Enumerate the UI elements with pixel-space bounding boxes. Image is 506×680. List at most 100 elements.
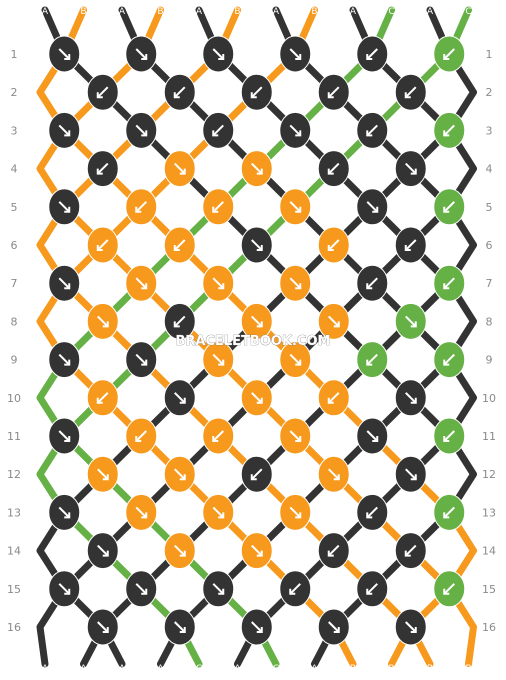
arrowhead-icon xyxy=(173,92,180,99)
arrowhead-icon xyxy=(295,283,302,290)
arrowhead-icon xyxy=(173,321,180,328)
arrowhead-icon xyxy=(327,92,334,99)
knot-r10-5 xyxy=(394,379,427,417)
knot-r15-1 xyxy=(48,570,81,608)
string-label-top: B xyxy=(311,7,317,17)
arrowhead-icon xyxy=(96,245,103,251)
string-label-top: C xyxy=(388,7,394,17)
arrowhead-icon xyxy=(135,206,142,213)
string-label-bottom: C xyxy=(273,664,279,674)
arrowhead-icon xyxy=(64,512,71,519)
knot-arrow-icon xyxy=(443,201,455,213)
knot-arrow-icon xyxy=(289,583,301,595)
string-label-bottom: A xyxy=(157,664,164,674)
knot-r16-2 xyxy=(163,608,196,646)
arrowhead-icon xyxy=(366,54,373,60)
arrowhead-icon xyxy=(179,550,186,557)
knot-r5-5 xyxy=(356,188,389,226)
arrowhead-icon xyxy=(64,130,71,137)
arrowhead-icon xyxy=(295,54,302,60)
knot-r4-2 xyxy=(163,150,196,188)
knot-r12-4 xyxy=(317,455,350,493)
knot-arrow-icon xyxy=(289,430,301,442)
row-label-right: 9 xyxy=(486,354,493,367)
knot-arrow-icon xyxy=(58,506,70,519)
knot-r6-1 xyxy=(86,226,119,264)
arrowhead-icon xyxy=(141,130,148,137)
arrowhead-icon xyxy=(218,359,225,366)
knot-r3-6 xyxy=(433,111,466,149)
knot-r9-5 xyxy=(356,341,389,379)
arrowhead-icon xyxy=(102,627,109,633)
knot-r8-5 xyxy=(394,302,427,340)
knot-r8-1 xyxy=(86,302,119,340)
knot-arrow-icon xyxy=(58,124,70,137)
arrowhead-icon xyxy=(141,588,148,595)
arrowhead-icon xyxy=(64,283,71,290)
row-label-right: 5 xyxy=(486,201,493,214)
arrowhead-icon xyxy=(64,359,71,366)
knot-arrow-icon xyxy=(174,162,186,175)
string-label-top: A xyxy=(350,7,357,17)
knot-r9-4 xyxy=(279,341,312,379)
arrowhead-icon xyxy=(179,474,186,481)
knot-arrow-icon xyxy=(328,544,340,557)
arrowhead-icon xyxy=(64,206,71,213)
arrowhead-icon xyxy=(256,397,263,404)
knot-r13-3 xyxy=(202,493,235,531)
knot-r2-1 xyxy=(86,73,119,111)
string-label-bottom: B xyxy=(465,664,471,674)
knot-arrow-icon xyxy=(405,86,417,98)
arrowhead-icon xyxy=(443,206,450,213)
knot-r8-3 xyxy=(240,302,273,340)
knot-arrow-icon xyxy=(289,48,301,60)
row-label-left: 10 xyxy=(7,392,21,405)
string-label-top: C xyxy=(465,7,471,17)
knot-r15-6 xyxy=(433,570,466,608)
knot-arrow-icon xyxy=(251,468,263,480)
arrowhead-icon xyxy=(333,627,340,633)
knot-r6-2 xyxy=(163,226,196,264)
knot-arrow-icon xyxy=(135,124,147,137)
knot-r3-3 xyxy=(202,111,235,149)
arrowhead-icon xyxy=(64,588,71,595)
knot-arrow-icon xyxy=(97,621,109,633)
knot-r15-4 xyxy=(279,570,312,608)
row-label-right: 6 xyxy=(486,239,493,252)
arrowhead-icon xyxy=(141,512,148,519)
knot-r7-4 xyxy=(279,264,312,302)
knot-arrow-icon xyxy=(289,124,301,137)
arrowhead-icon xyxy=(404,92,411,99)
knot-arrow-icon xyxy=(251,86,263,98)
knot-arrow-icon xyxy=(58,48,70,60)
knot-r5-2 xyxy=(125,188,158,226)
row-label-right: 1 xyxy=(486,48,493,61)
knot-arrow-icon xyxy=(366,201,378,213)
arrowhead-icon xyxy=(410,168,417,175)
arrowhead-icon xyxy=(250,92,257,99)
row-label-left: 5 xyxy=(11,201,18,214)
knot-arrow-icon xyxy=(405,239,417,251)
arrowhead-icon xyxy=(96,168,103,175)
arrowhead-icon xyxy=(250,474,257,481)
row-label-left: 15 xyxy=(7,583,21,596)
knot-arrow-icon xyxy=(97,86,109,98)
knot-r12-1 xyxy=(86,455,119,493)
arrowhead-icon xyxy=(141,283,148,290)
knot-r10-1 xyxy=(86,379,119,417)
arrowhead-icon xyxy=(372,436,379,442)
knot-arrow-icon xyxy=(58,277,70,289)
arrowhead-icon xyxy=(256,550,263,557)
arrowhead-icon xyxy=(404,550,411,557)
knot-arrow-icon xyxy=(97,392,109,404)
knot-arrow-icon xyxy=(97,239,109,251)
knot-r11-3 xyxy=(202,417,235,455)
string-label-bottom: A xyxy=(311,664,318,674)
knot-arrow-icon xyxy=(97,468,109,480)
knot-arrow-icon xyxy=(405,621,417,633)
knot-r2-2 xyxy=(163,73,196,111)
knot-r6-4 xyxy=(317,226,350,264)
knot-arrow-icon xyxy=(366,277,378,289)
knot-arrow-icon xyxy=(212,277,224,289)
knot-arrow-icon xyxy=(135,583,147,595)
